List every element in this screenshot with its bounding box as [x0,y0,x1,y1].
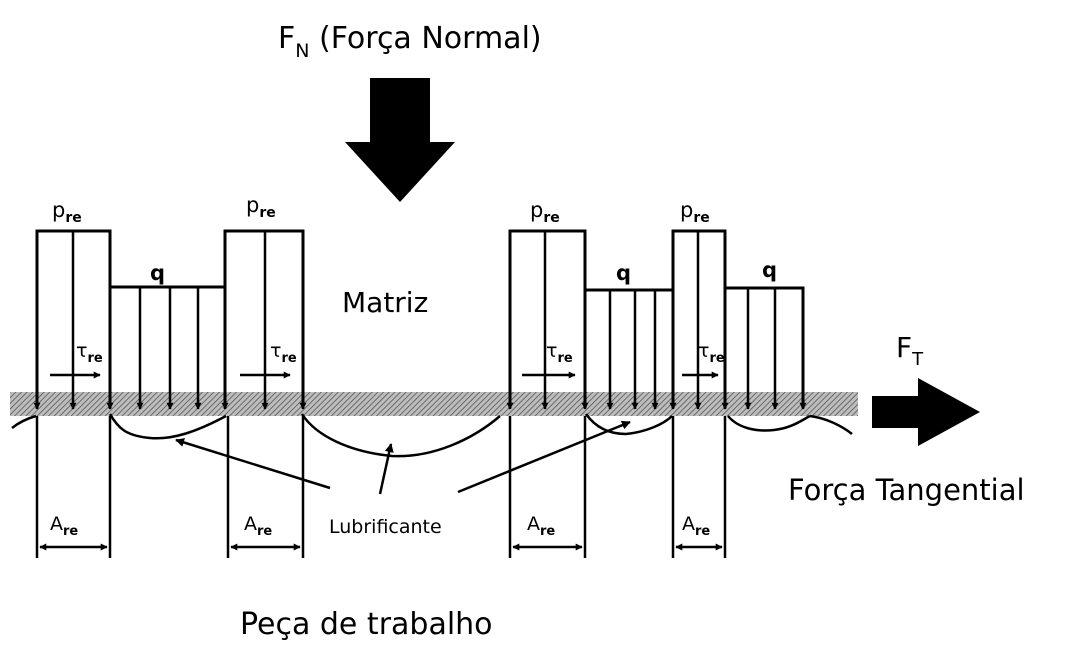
interface-band [10,392,858,416]
tangential-force-symbol: FT [896,331,924,370]
workpiece-surface [11,413,853,458]
contact-area-lines [35,416,727,558]
lubricant-label: Lubrificante [329,516,442,538]
shear-label: τre [270,340,297,366]
pressure-block-right [508,229,805,408]
low-pressure-label: q [150,261,165,285]
lubricant-pointer-arrow [378,443,394,495]
pressure-blocks [35,229,805,408]
pressure-label: pre [246,193,276,221]
low-pressure-label: q [762,258,777,282]
lubricant-pointer-arrow [457,420,631,494]
shear-label: τre [698,340,725,366]
pressure-arrows [33,231,807,410]
shear-label: τre [546,340,573,366]
tangential-force-label: Força Tangential [788,473,1025,507]
tangential-force-arrow-icon [872,378,980,446]
lubricant-pointers [175,420,631,495]
area-label: Are [244,513,272,539]
die-label: Matriz [342,286,428,319]
normal-force-arrow-icon [345,78,455,202]
workpiece-label: Peça de trabalho [240,607,493,642]
area-label: Are [50,513,78,539]
lubricant-pointer-arrow [175,438,331,490]
area-label: Are [682,513,710,539]
pressure-label: pre [680,198,710,226]
pressure-block-left [35,229,305,408]
low-pressure-label: q [616,261,631,285]
pressure-label: pre [52,198,82,226]
normal-force-title: FN (Força Normal) [278,21,542,62]
area-label: Are [527,513,555,539]
pressure-label: pre [530,198,560,226]
shear-label: τre [76,340,103,366]
